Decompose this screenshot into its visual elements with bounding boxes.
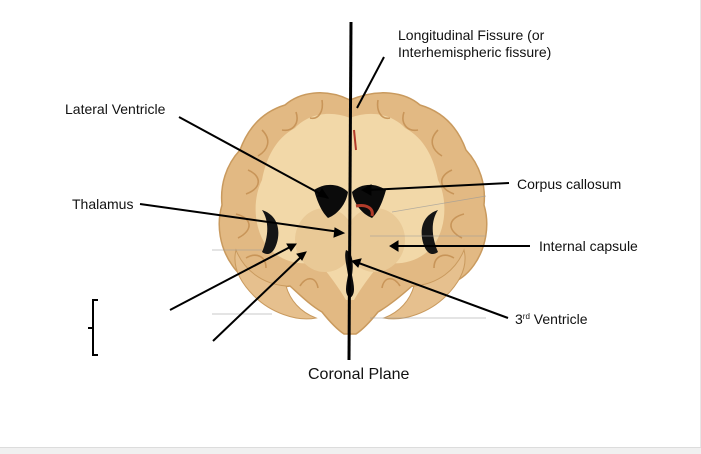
- lateral-ventricle-label: Lateral Ventricle: [65, 101, 165, 118]
- third-ventricle-word: Ventricle: [530, 311, 588, 327]
- thalamus-label: Thalamus: [72, 196, 133, 213]
- longitudinal-fissure-label: Longitudinal Fissure (or Interhemispheri…: [398, 27, 551, 61]
- frame-edge-bottom: [0, 447, 701, 454]
- third-ventricle-ordinal: rd: [523, 312, 530, 321]
- third-ventricle-label: 3rd Ventricle: [515, 311, 588, 328]
- coronal-plane-label: Coronal Plane: [308, 366, 409, 383]
- corpus-callosum-label: Corpus callosum: [517, 176, 621, 193]
- internal-capsule-label: Internal capsule: [539, 238, 638, 255]
- coronal-plane-line: [349, 22, 351, 360]
- longitudinal-fissure-line1: Longitudinal Fissure (or: [398, 27, 551, 44]
- bracket: [88, 300, 98, 355]
- third-ventricle-number: 3: [515, 311, 523, 327]
- longitudinal-fissure-line2: Interhemispheric fissure): [398, 44, 551, 61]
